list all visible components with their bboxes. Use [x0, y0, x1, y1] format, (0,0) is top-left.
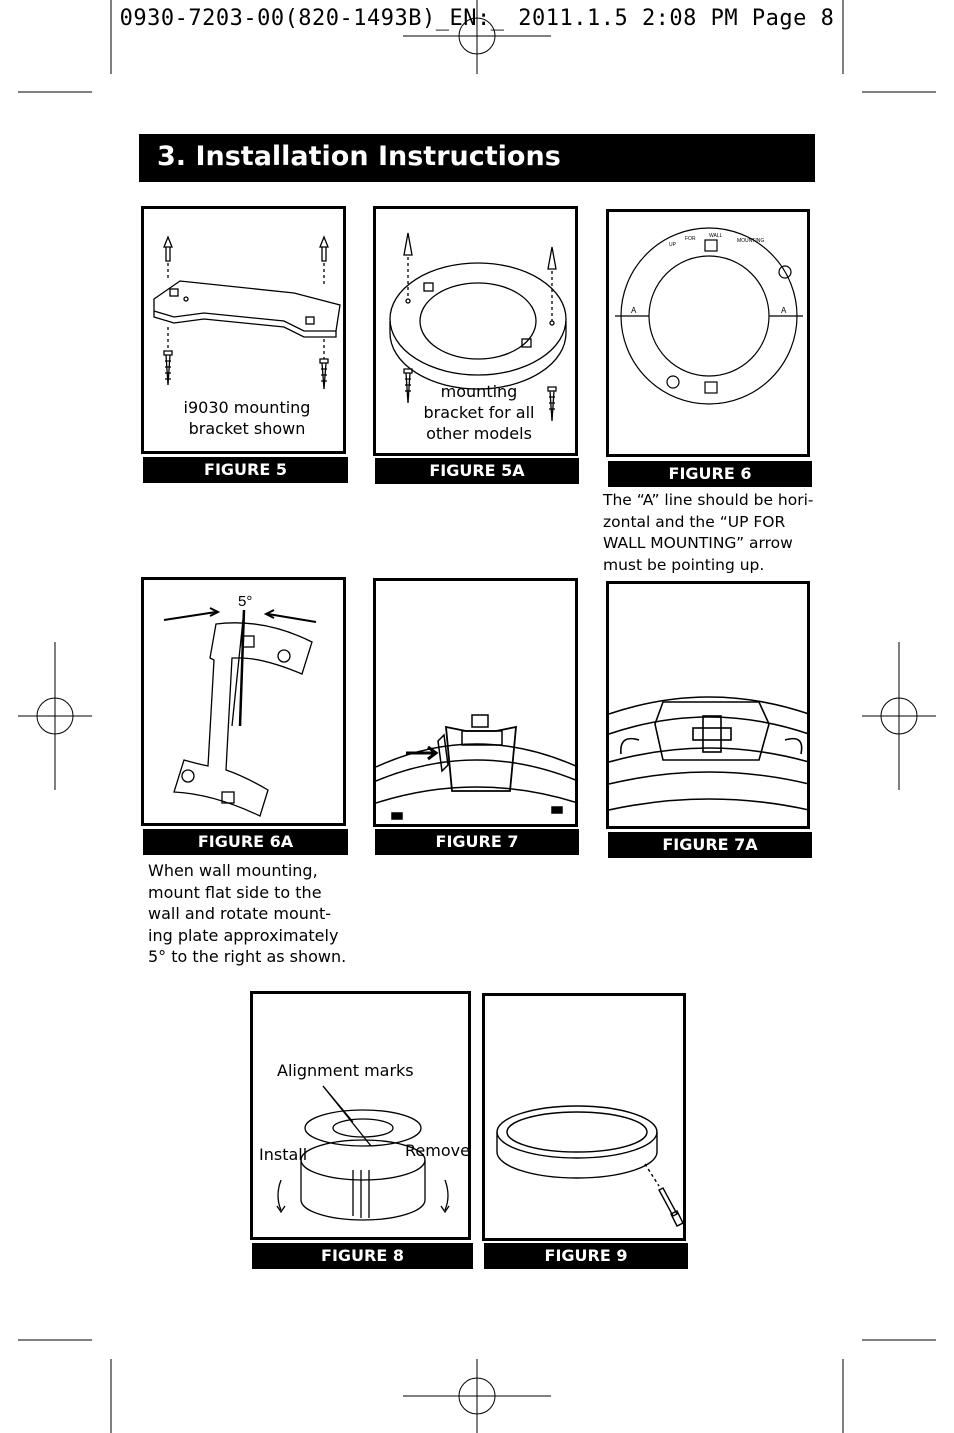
figure-5a-caption: FIGURE 5A: [375, 458, 579, 484]
print-header-line: 0930-7203-00(820-1493B)_EN:_ 2011.1.5 2:…: [119, 6, 835, 31]
figure-7-caption: FIGURE 7: [375, 829, 579, 855]
figure-5-caption: FIGURE 5: [143, 457, 348, 483]
rotated-bracket-drawing: 5°: [163, 593, 317, 817]
for-mark: FOR: [685, 236, 696, 242]
up-mark: UP: [669, 242, 677, 248]
detector-seated-drawing: [609, 696, 810, 811]
detector-lock-drawing: [376, 714, 579, 820]
note-line: must be pointing up.: [603, 555, 765, 574]
detector-screw-drawing: [496, 1105, 684, 1227]
note-line: wall and rotate mount-: [148, 904, 332, 923]
figure-7-illustration: [373, 578, 579, 827]
note-line: mount flat side to the: [148, 882, 322, 902]
figure-5a-label: mounting bracket for all other models: [423, 382, 535, 443]
mounting-bracket-drawing: [153, 235, 341, 390]
note-line: zontal and the “UP FOR: [603, 512, 786, 531]
figure-6a-illustration: 5°: [141, 577, 346, 826]
figure-6-caption: FIGURE 6: [608, 461, 812, 487]
figure-7a-illustration: [606, 581, 810, 829]
round-bracket-drawing: [389, 232, 567, 422]
detector-install-drawing: [276, 1085, 450, 1221]
install-label: Install: [259, 1145, 308, 1164]
wall-mark: WALL: [709, 233, 723, 239]
note-line: 5° to the right as shown.: [148, 947, 347, 966]
figure-6a-caption: FIGURE 6A: [143, 829, 348, 855]
angle-label: 5°: [238, 593, 252, 610]
figure-7a-caption: FIGURE 7A: [608, 832, 812, 858]
figure-6a-note: When wall mounting, mount flat side to t…: [148, 860, 358, 968]
figure-8-illustration: Alignment marks Install Remove: [250, 991, 471, 1240]
section-title-bar: 3. Installation Instructions: [139, 134, 815, 182]
figure-6-illustration: A A UP FOR WALL MOUNTING: [606, 209, 810, 457]
figure-6-note: The “A” line should be hori- zontal and …: [603, 490, 825, 576]
alignment-marks-label: Alignment marks: [277, 1061, 414, 1080]
figure-5-illustration: i9030 mounting bracket shown: [141, 206, 346, 454]
figure-8-caption: FIGURE 8: [252, 1243, 473, 1269]
figure-5a-illustration: mounting bracket for all other models: [373, 206, 578, 456]
figure-9-illustration: [482, 993, 686, 1241]
a-mark-left: A: [631, 306, 637, 315]
remove-label: Remove: [405, 1141, 470, 1160]
section-title: 3. Installation Instructions: [157, 141, 561, 172]
note-line: When wall mounting,: [148, 861, 318, 880]
figure-5-label: i9030 mounting bracket shown: [183, 398, 311, 438]
note-line: WALL MOUNTING” arrow: [603, 534, 793, 552]
a-mark-right: A: [781, 306, 787, 315]
mounting-plate-drawing: A A UP FOR WALL MOUNTING: [615, 227, 803, 405]
mounting-mark: MOUNTING: [737, 238, 764, 244]
note-line: The “A” line should be hori-: [603, 491, 814, 509]
figure-9-caption: FIGURE 9: [484, 1243, 688, 1269]
note-line: ing plate approximately: [148, 925, 339, 945]
